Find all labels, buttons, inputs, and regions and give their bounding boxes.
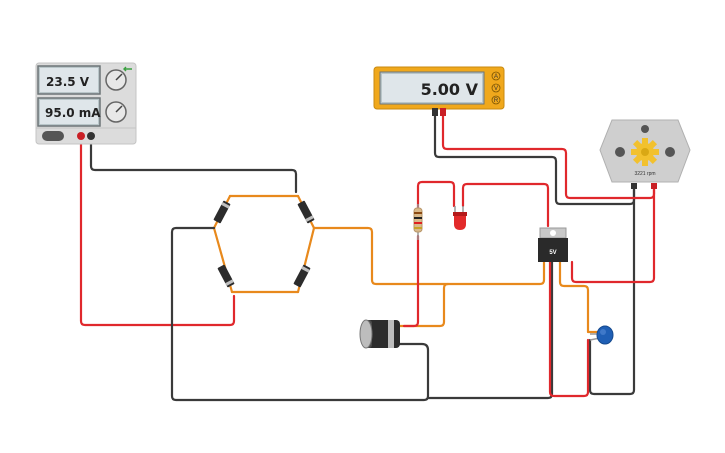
wire-red-resistor-top[interactable] xyxy=(416,180,456,210)
mode-a-button[interactable] xyxy=(491,71,501,81)
multimeter-readout: 5.00 V xyxy=(421,80,479,99)
multimeter-probe-black[interactable] xyxy=(432,108,438,116)
wire-red-motor[interactable] xyxy=(570,186,656,284)
dc-motor[interactable]: 3221 rpm xyxy=(599,119,691,189)
svg-text:A: A xyxy=(494,74,498,80)
wire-black-supply[interactable] xyxy=(89,135,298,194)
diode-bottom-right[interactable] xyxy=(293,264,311,288)
current-readout: 95.0 mA xyxy=(45,106,101,120)
motor-terminal-red[interactable] xyxy=(651,183,657,189)
motor-gear-icon xyxy=(631,138,659,166)
wire-black-ground-loop[interactable] xyxy=(170,226,430,402)
wire-black-motor-ground[interactable] xyxy=(588,186,636,396)
mode-selector[interactable]: A V R xyxy=(491,71,501,105)
wires xyxy=(79,111,656,402)
wire-black-multimeter[interactable] xyxy=(433,111,636,206)
ceramic-capacitor[interactable] xyxy=(589,325,614,345)
wire-red-resistor-up[interactable] xyxy=(402,234,420,328)
wire-red-led-out[interactable] xyxy=(461,182,550,228)
wire-orange-dc-plus[interactable] xyxy=(312,226,546,286)
voltage-regulator[interactable]: 5V xyxy=(538,227,568,262)
resistor[interactable] xyxy=(413,204,423,240)
motor-mount-right xyxy=(665,147,675,157)
mode-r-button[interactable] xyxy=(491,95,501,105)
supply-terminal-positive[interactable] xyxy=(77,132,85,140)
mode-v-button[interactable] xyxy=(491,83,501,93)
power-switch[interactable] xyxy=(42,131,64,141)
motor-mount-top xyxy=(641,125,649,133)
wire-black-ground-right[interactable] xyxy=(426,260,554,400)
wire-orange-reg-out[interactable] xyxy=(558,260,602,334)
led[interactable] xyxy=(453,206,467,230)
regulator-label: 5V xyxy=(549,250,556,256)
motor-speed-label: 3221 rpm xyxy=(634,171,655,177)
wire-orange-cap[interactable] xyxy=(396,282,450,328)
arrow-icon xyxy=(123,66,132,72)
wire-red-regulator-down[interactable] xyxy=(548,260,590,398)
diode-bottom-left[interactable] xyxy=(217,264,235,288)
electrolytic-capacitor[interactable] xyxy=(359,319,400,349)
multimeter[interactable]: 5.00 V A V R xyxy=(373,66,505,116)
svg-text:V: V xyxy=(494,86,498,92)
bridge-rectifier xyxy=(213,200,315,288)
motor-mount-left xyxy=(615,147,625,157)
svg-text:R: R xyxy=(494,98,499,104)
voltage-readout: 23.5 V xyxy=(46,75,90,89)
motor-terminal-black[interactable] xyxy=(631,183,637,189)
wire-red-supply[interactable] xyxy=(79,135,236,327)
multimeter-probe-red[interactable] xyxy=(440,108,446,116)
supply-terminal-negative[interactable] xyxy=(87,132,95,140)
diode-top-left[interactable] xyxy=(213,200,231,224)
wire-red-multimeter[interactable] xyxy=(441,111,656,200)
diode-top-right[interactable] xyxy=(297,200,315,224)
power-supply[interactable]: 23.5 V 95.0 mA xyxy=(35,62,137,145)
